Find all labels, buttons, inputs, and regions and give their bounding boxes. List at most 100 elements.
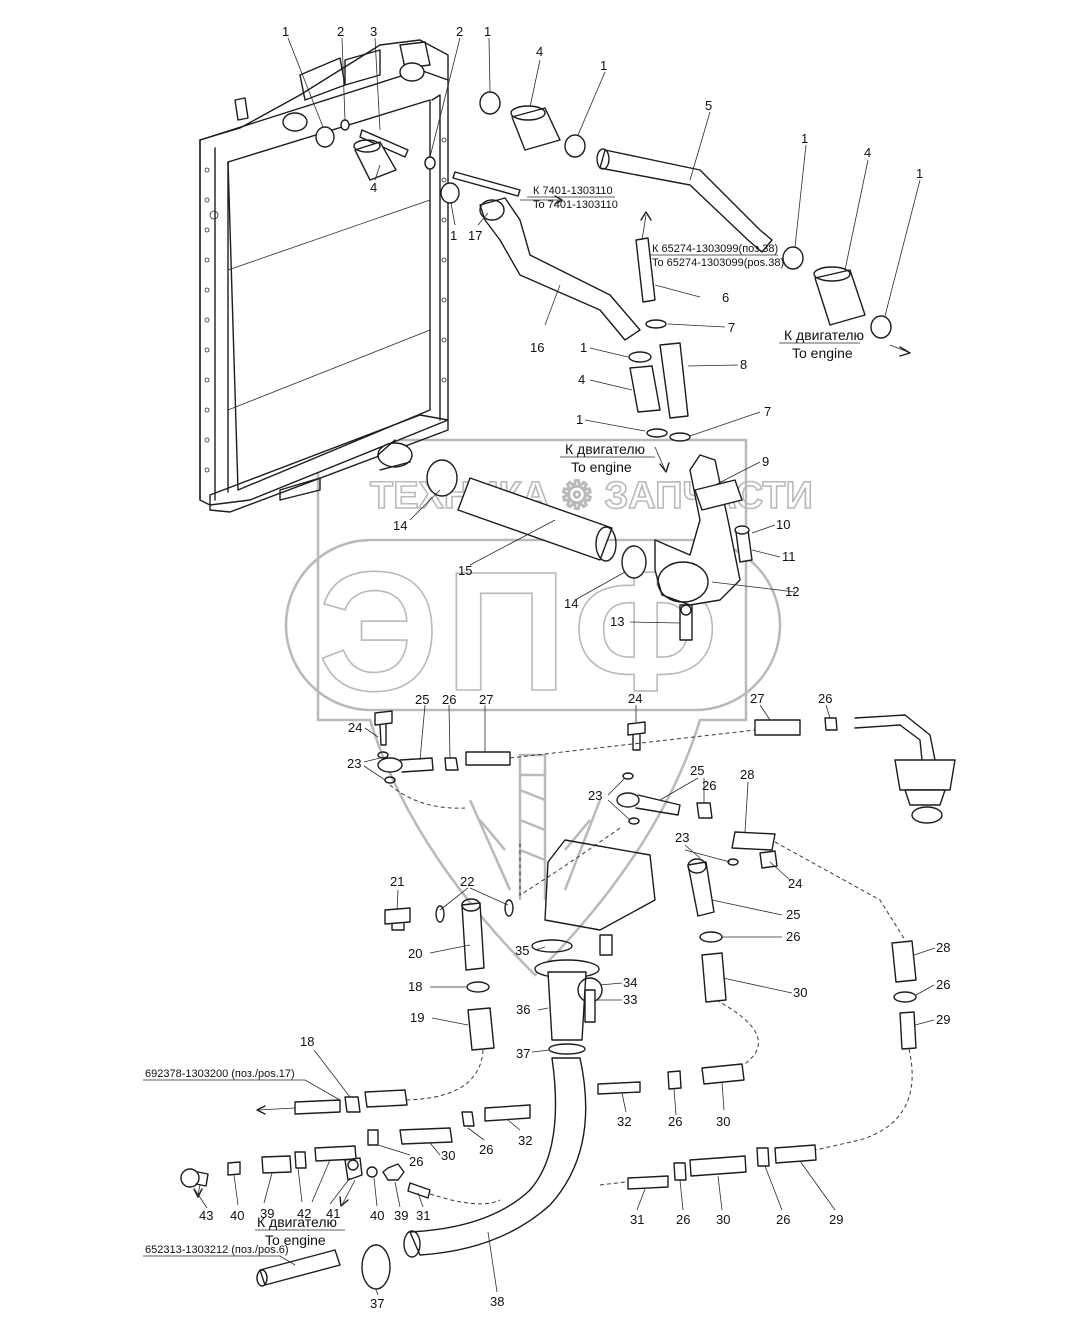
gasket-37b [361,1244,391,1290]
clamp-1b [479,91,501,115]
callout-label: 1 [801,131,808,146]
callout-label: 1 [484,24,491,39]
callout-label: 40 [370,1208,384,1223]
tube-32b [484,1104,531,1122]
callout-label: 1 [916,166,923,181]
lower-pipe [426,454,753,641]
callout-label: 40 [230,1208,244,1223]
callout-label: 7 [728,320,735,335]
callout-label: 36 [516,1002,530,1017]
fitting-20 [461,902,485,971]
callout-label: 21 [390,874,404,889]
upper-hoses [315,91,892,442]
valve-body [894,759,956,791]
callout-label: 23 [588,788,602,803]
ref-652313: 652313-1303212 (поз./pos.6) [145,1244,289,1256]
clamp-2b [424,156,436,170]
valve-elbow-tube [854,714,936,761]
callout-label: 1 [600,58,607,73]
bolt-10 [735,529,753,563]
leader-lines [143,37,936,1296]
callout-label: 29 [829,1212,843,1227]
sensor-small [599,934,613,956]
tube-6 [635,237,656,303]
callout-label: 35 [515,943,529,958]
radiator-upper-nozzles [282,62,425,471]
callout-label: 26 [702,778,716,793]
callout-label: 30 [441,1148,455,1163]
clamp-1h [646,428,668,438]
ref-7401-en: To 7401-1303110 [533,199,618,211]
flow-arrows [193,195,911,1207]
nut-39b [382,1163,405,1181]
pipe-15 [457,477,613,561]
tube-29b [774,1144,817,1164]
radiator-holes [204,137,447,473]
clamp-1g [628,351,652,363]
callout-label: 32 [518,1133,532,1148]
nut-18a [466,981,490,993]
hose-38 [409,1057,587,1256]
ref-65274: К 65274-1303099(поз.38) [652,243,778,255]
sensor-13 [679,604,693,641]
callout-label: 1 [282,24,289,39]
ref-to-engine-en-1: To engine [792,345,853,361]
watermark-big-text: ЭПФ [318,537,724,727]
callout-label: 4 [864,145,871,160]
washer-23a [377,751,389,759]
watermark-shield-outline [316,438,748,977]
tube-30d [689,1155,747,1177]
callout-label: 39 [260,1206,274,1221]
plug-43 [180,1168,200,1188]
nut-26j [756,1147,770,1167]
callout-label: 18 [300,1034,314,1049]
fitting-25a [377,757,403,773]
callout-label: 31 [416,1208,430,1223]
callout-label: 34 [623,975,637,990]
callout-label: 26 [676,1212,690,1227]
tube-31a [407,1182,431,1199]
callout-label: 5 [705,98,712,113]
sleeve-4c [814,269,866,326]
callout-label: 43 [199,1208,213,1223]
washer-22b [504,899,514,917]
clamp-1d [782,246,804,270]
callout-label: 10 [776,517,790,532]
callout-label: 27 [479,692,493,707]
callout-label: 38 [490,1294,504,1309]
bolt-33 [584,989,596,1023]
hose-28b [891,940,917,983]
tube-3 [359,129,409,158]
callout-label: 26 [442,692,456,707]
callout-labels: 1 2 3 2 1 4 1 5 1 4 1 4 1 17 6 7 16 1 8 … [199,24,950,1311]
cock-41 [344,1157,363,1181]
callout-label: 25 [690,763,704,778]
tube-27b [754,719,801,736]
tube-31b [627,1175,669,1190]
bolt-21 [384,907,411,925]
tube-30a [701,952,727,1003]
callout-label: 28 [740,767,754,782]
callout-label: 24 [348,720,362,735]
fitting-25c [687,861,715,917]
sleeve-4b [511,107,561,151]
tube-18-left [294,1099,341,1115]
hose-16 [479,197,641,341]
hose-19 [467,1007,495,1051]
bolt-24c [759,850,778,869]
heater-hoses [180,710,956,1290]
callout-label: 7 [764,404,771,419]
nut-26b [824,717,838,731]
clamp-14a [426,459,458,497]
washer-23e [727,858,739,866]
callout-label: 30 [793,985,807,1000]
callout-label: 26 [479,1142,493,1157]
callout-label: 26 [818,691,832,706]
nut-26i [673,1162,687,1181]
callout-label: 12 [785,584,799,599]
callout-label: 4 [370,180,377,195]
washer-40b [366,1166,378,1178]
watermark: ТЕХНИКА ⚙ ЗАПЧАСТИ ЭПФ [284,438,814,977]
